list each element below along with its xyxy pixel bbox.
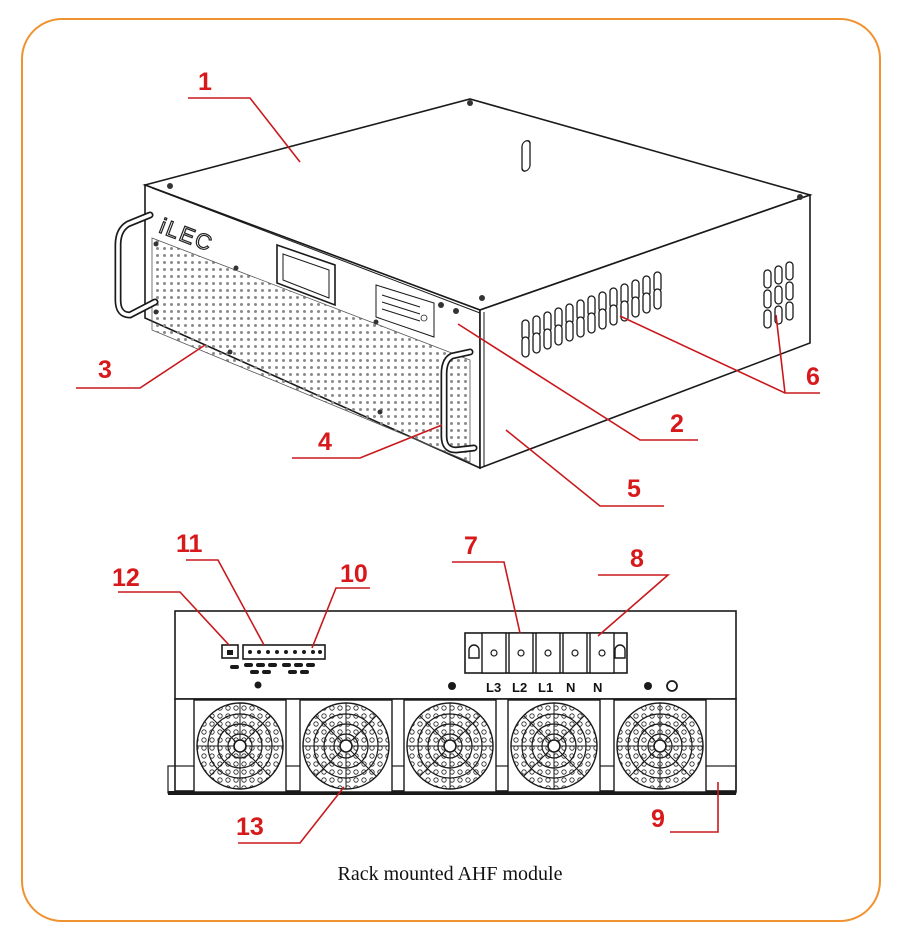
terminal-label: L1: [538, 680, 553, 695]
callout-5: 5: [627, 475, 641, 503]
side-vent-grid: [521, 271, 662, 358]
terminal-label: N: [566, 680, 575, 695]
callout-leaders: [76, 97, 820, 844]
isometric-unit: iLEC: [114, 98, 813, 470]
diagram-caption: Rack mounted AHF module: [338, 863, 563, 885]
cooling-fan: [403, 699, 497, 793]
callout-numbers: 1 2 3 4 5 6 7 8 9 10 11 12 13: [98, 68, 820, 841]
side-panel: [479, 193, 811, 470]
top-screw: [467, 100, 473, 106]
rear-side-vents: [763, 261, 794, 329]
ground-point: [448, 682, 456, 690]
top-screw: [167, 183, 173, 189]
indicator-light: [438, 302, 444, 308]
top-screw: [479, 295, 485, 301]
indicator-ring: [666, 680, 678, 692]
cooling-fans: [193, 699, 707, 793]
terminal-label: L2: [512, 680, 527, 695]
ground-point: [644, 682, 652, 690]
cooling-fan: [507, 699, 601, 793]
callout-7: 7: [464, 532, 478, 560]
terminal-label: L3: [486, 680, 501, 695]
callout-13: 13: [236, 813, 264, 841]
outer-frame: [21, 18, 881, 922]
front-grille: [151, 237, 471, 463]
callout-9: 9: [651, 805, 665, 833]
top-screw: [797, 194, 803, 200]
callout-3: 3: [98, 356, 112, 384]
cooling-fan: [299, 699, 393, 793]
callout-2: 2: [670, 410, 684, 438]
indicator-light: [453, 308, 459, 314]
power-terminal-block: [464, 632, 628, 674]
cooling-fan: [613, 699, 707, 793]
rear-panel-view: L3 L2 L1 N N: [167, 610, 737, 795]
callout-11: 11: [176, 530, 203, 558]
callout-1: 1: [198, 68, 212, 96]
display-window: [276, 243, 336, 307]
terminal-label: N: [593, 680, 602, 695]
callout-8: 8: [630, 545, 644, 573]
callout-6: 6: [806, 363, 820, 391]
callout-12: 12: [112, 564, 140, 592]
cooling-fan: [193, 699, 287, 793]
side-vent-slots: [521, 139, 531, 172]
callout-4: 4: [318, 428, 332, 456]
callout-10: 10: [340, 560, 368, 588]
